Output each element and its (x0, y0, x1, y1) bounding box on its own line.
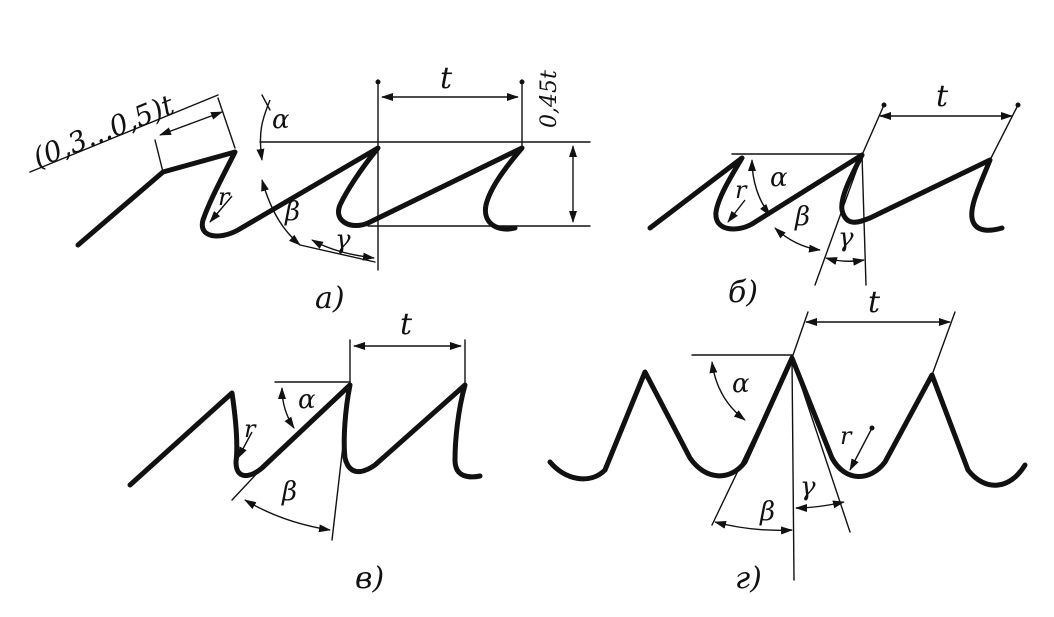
radius-arrow-b (727, 199, 746, 223)
tooth-profile-d (547, 355, 1028, 488)
beta-label-b: β (794, 202, 810, 232)
alpha-arc-d (709, 361, 746, 421)
alpha-leader-a (261, 94, 271, 111)
gullet-depth-extension-line (29, 94, 219, 173)
alpha-arc-b (748, 159, 771, 216)
pitch-label-b: t (936, 79, 949, 114)
face-line-b (814, 154, 863, 286)
gullet-depth-ext-1 (154, 139, 164, 173)
figure-c: t α β r в) (127, 307, 483, 596)
beta-label-a: β (284, 197, 300, 227)
height-label: 0,45t (537, 70, 562, 128)
face-line-c (331, 384, 351, 541)
pitch-label-a: t (440, 61, 453, 96)
pitch-dot-left-b (881, 102, 887, 108)
gullet-depth-arrow (159, 111, 223, 136)
caption-d: г) (735, 561, 762, 596)
alpha-label-a: α (272, 105, 290, 135)
beta-label-d: β (759, 497, 775, 527)
beta-arc-b (774, 227, 821, 253)
pitch-ext-left-b (861, 104, 885, 156)
radius-arrow-c (237, 431, 253, 459)
left-flank-line-d (711, 357, 793, 526)
gamma-label-d: γ (800, 472, 816, 502)
radius-arrow-d (849, 427, 873, 471)
alpha-label-c: α (298, 385, 316, 415)
pitch-ext-left-d (791, 311, 809, 359)
alpha-arc-a (256, 99, 271, 161)
gullet-depth-ext-2 (217, 97, 236, 149)
back-ext-line-c (231, 467, 263, 501)
caption-a: а) (315, 281, 345, 316)
vertical-axis-d (791, 357, 795, 581)
figure-b: t α β γ r б) (647, 79, 1021, 310)
tooth-profile-b (647, 152, 1005, 233)
vertical-line-b (861, 154, 867, 286)
beta-arc-a (261, 179, 301, 246)
gullet-depth-label: (0,3...0,5)t (28, 88, 179, 175)
pitch-ext-right-d (931, 311, 956, 376)
radius-arrow-a (209, 195, 233, 223)
gamma-label-b: γ (838, 223, 854, 253)
alpha-label-b: α (770, 163, 788, 193)
gamma-arc-d (795, 500, 845, 512)
radius-label-b: r (735, 176, 748, 204)
pitch-dot-right-b (1015, 102, 1021, 108)
alpha-label-d: α (732, 369, 750, 399)
beta-arc-c (244, 499, 331, 533)
beta-arc-d (714, 520, 793, 535)
caption-c: в) (355, 561, 384, 596)
tooth-profile-a (75, 145, 525, 248)
radius-label-c: r (244, 415, 257, 443)
gamma-label-a: γ (335, 225, 351, 255)
pitch-label-d: t (868, 285, 881, 320)
pitch-dot-right-a (519, 79, 525, 85)
radius-label-d: r (840, 422, 853, 450)
pitch-dot-left-a (375, 79, 381, 85)
radius-dot-d (869, 425, 875, 431)
gamma-arc-b (825, 257, 865, 266)
figure-a: (0,3...0,5)t t 0,45t α β γ r а) (28, 61, 591, 316)
alpha-arc-c (278, 387, 295, 429)
pitch-label-c: t (400, 307, 413, 342)
gamma-arc-a (311, 239, 375, 261)
beta-label-c: β (281, 477, 297, 507)
figure-d: t α β γ r г) (547, 285, 1028, 596)
tooth-profile-c (127, 382, 483, 488)
radius-label-a: r (218, 183, 231, 211)
caption-b: б) (728, 275, 758, 310)
pitch-ext-right-b (989, 104, 1019, 161)
